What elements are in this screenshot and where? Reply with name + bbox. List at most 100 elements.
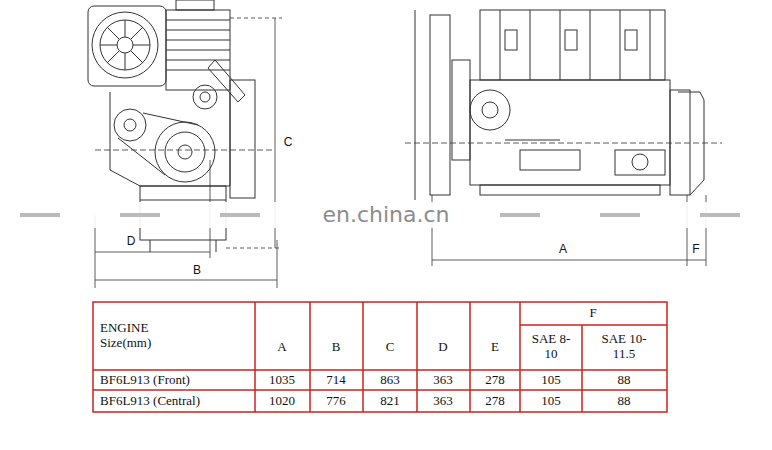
- table-cell: 363: [433, 373, 453, 388]
- watermark-band-part: [500, 213, 540, 217]
- dimension-letter: F: [691, 243, 700, 257]
- table-cell: 88: [618, 394, 631, 409]
- table-cell: 278: [485, 373, 505, 388]
- table-grid-part: [254, 302, 256, 412]
- front-view-part: [150, 240, 151, 252]
- front-view-part: [208, 60, 245, 102]
- side-view-part: [560, 10, 561, 80]
- table-cell: 821: [380, 394, 400, 409]
- table-cell: C: [386, 340, 395, 355]
- front-view-part: [140, 200, 226, 201]
- front-view-part: [117, 37, 133, 53]
- table-row-name: BF6L913 (Front): [100, 373, 190, 388]
- side-view-part: [670, 90, 690, 195]
- side-view-part: [505, 30, 517, 50]
- table-grid-part: [520, 324, 667, 326]
- side-view: [415, 10, 704, 200]
- table-cell: 88: [618, 373, 631, 388]
- watermark-band-part: [20, 213, 60, 217]
- side-view-part: [505, 140, 560, 141]
- table-cell: F: [589, 306, 596, 321]
- side-view-part: [500, 10, 501, 80]
- front-view-part: [107, 51, 119, 63]
- side-view-part: [520, 150, 580, 170]
- front-view-part: [166, 60, 230, 61]
- front-view-part: [114, 109, 146, 141]
- side-view-part: [470, 90, 510, 130]
- table-grid-part: [581, 325, 583, 412]
- front-view-part: [166, 30, 230, 31]
- table-cell: A: [277, 340, 286, 355]
- table-cell: 363: [433, 394, 453, 409]
- table-cell: 863: [380, 373, 400, 388]
- side-view-part: [678, 92, 704, 195]
- front-view-part: [131, 51, 143, 63]
- dimension-letter: D: [126, 235, 137, 249]
- front-view-part: [165, 132, 205, 172]
- table-grid-part: [416, 302, 418, 412]
- table-grid-part: [469, 302, 471, 412]
- dimension-lines-part: [226, 248, 282, 249]
- side-view-part: [565, 30, 577, 50]
- table-cell: 105: [541, 373, 561, 388]
- table-cell: SAE 8-10: [530, 332, 572, 362]
- table-grid-part: [93, 389, 667, 391]
- table-grid: [93, 302, 667, 412]
- dimension-lines-part: [277, 240, 278, 288]
- front-view-part: [200, 92, 210, 102]
- front-view-part: [124, 119, 136, 131]
- front-view-part: [178, 145, 192, 159]
- table-cell: 776: [326, 394, 346, 409]
- dimension-lines-part: [95, 252, 210, 253]
- front-view-part: [193, 85, 217, 109]
- side-view-part: [625, 30, 637, 50]
- front-view-part: [100, 45, 117, 46]
- watermark-band-part: [220, 213, 260, 217]
- front-view-part: [166, 50, 230, 51]
- side-view-part: [650, 10, 651, 80]
- table-cell: SAE 10-11.5: [599, 332, 649, 362]
- table-cell: 105: [541, 394, 561, 409]
- front-view-part: [216, 240, 217, 252]
- table-grid-part: [93, 369, 667, 371]
- table-cell: E: [491, 340, 499, 355]
- front-view-part: [125, 53, 126, 70]
- dimension-letter: B: [192, 264, 202, 278]
- dimension-lines-part: [432, 260, 706, 261]
- table-grid-part: [362, 302, 364, 412]
- side-view-part: [620, 10, 621, 80]
- front-view-part: [166, 40, 230, 41]
- table-header: ENGINE Size(mm): [100, 321, 180, 351]
- side-view-part: [415, 10, 416, 200]
- side-view-part: [470, 80, 670, 185]
- watermark-band: [0, 202, 772, 228]
- front-view-part: [92, 12, 158, 78]
- dimension-lines-part: [95, 280, 277, 281]
- dimension-lines: [95, 18, 722, 288]
- side-view-part: [530, 10, 531, 80]
- side-view-part: [430, 15, 450, 195]
- front-view-part: [143, 113, 198, 125]
- front-view-part: [118, 138, 165, 175]
- watermark-band-part: [600, 213, 640, 217]
- front-view-part: [100, 20, 150, 70]
- watermark-band-part: [0, 202, 772, 228]
- table-cell: 714: [326, 373, 346, 388]
- dimension-lines-part: [95, 150, 275, 151]
- table-cell: 1035: [269, 373, 295, 388]
- side-view-part: [632, 154, 648, 170]
- watermark-band-part: [700, 213, 740, 217]
- front-view-part: [88, 6, 166, 86]
- watermark: en.china.cn: [322, 202, 449, 227]
- front-view-part: [155, 122, 215, 182]
- front-view-part: [166, 20, 230, 21]
- table-cell: D: [438, 340, 447, 355]
- front-view-part: [131, 27, 143, 39]
- front-view-part: [176, 0, 214, 10]
- watermark-band-part: [120, 213, 160, 217]
- dimension-letter: A: [558, 243, 568, 257]
- dimension-lines-part: [405, 143, 722, 144]
- side-view-part: [615, 150, 665, 175]
- side-view-part: [480, 185, 660, 195]
